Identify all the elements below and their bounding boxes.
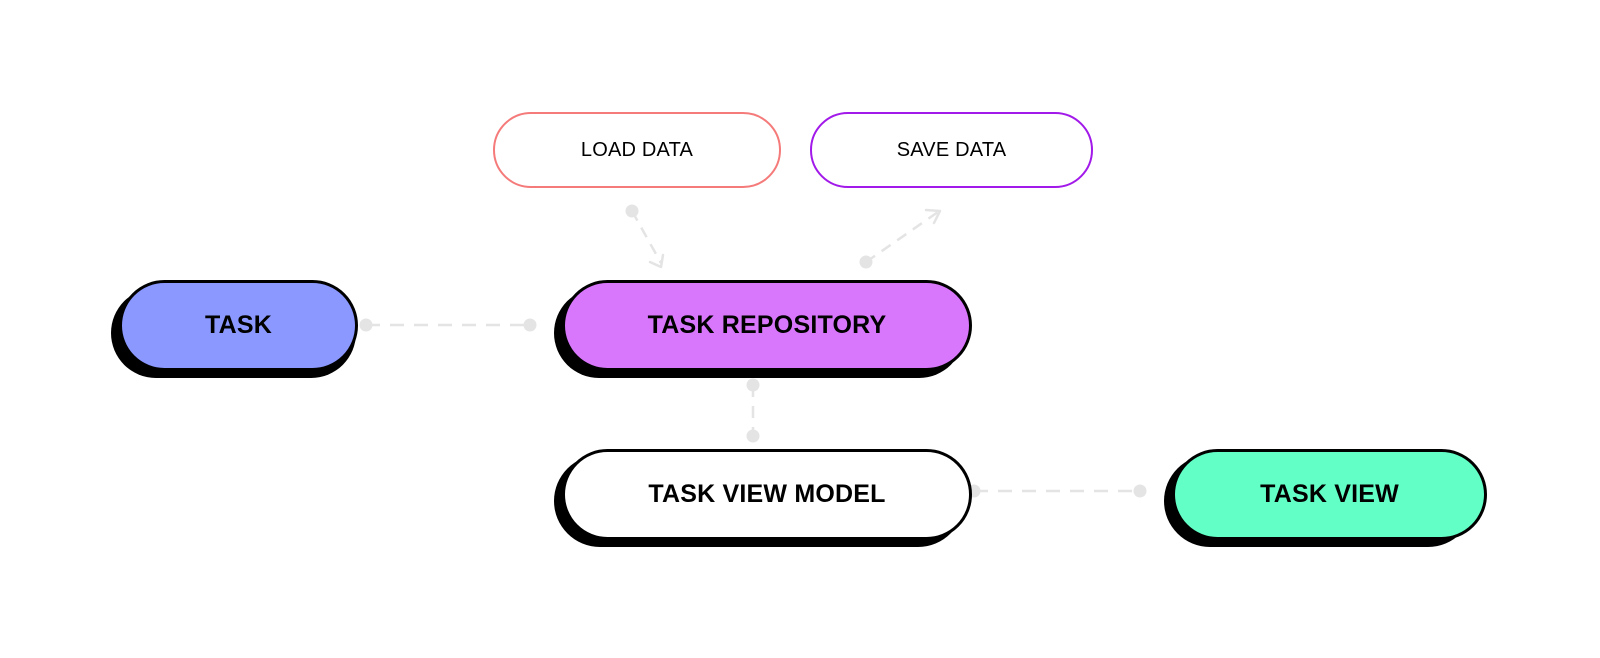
save-data-label: SAVE DATA — [896, 138, 1007, 161]
connector-view-model-to-view — [967, 484, 1147, 498]
task-repository-node[interactable]: TASK REPOSITORY — [562, 280, 972, 371]
load-data-label: LOAD DATA — [580, 138, 694, 161]
task-repository-label: TASK REPOSITORY — [647, 311, 887, 339]
task-node[interactable]: TASK — [119, 280, 358, 371]
task-view-model-node[interactable]: TASK VIEW MODEL — [562, 449, 972, 540]
connector-repository-to-save-data — [859, 208, 942, 269]
save-data-pill[interactable]: SAVE DATA — [810, 112, 1093, 188]
connector-load-data-to-repository — [625, 204, 665, 269]
task-node-label: TASK — [205, 311, 272, 339]
load-data-pill[interactable]: LOAD DATA — [493, 112, 781, 188]
connector-repository-to-view-model — [746, 378, 760, 443]
task-view-model-label: TASK VIEW MODEL — [648, 480, 886, 508]
task-view-label: TASK VIEW — [1260, 480, 1399, 508]
task-view-node[interactable]: TASK VIEW — [1172, 449, 1487, 540]
connector-task-to-repository — [359, 318, 537, 332]
